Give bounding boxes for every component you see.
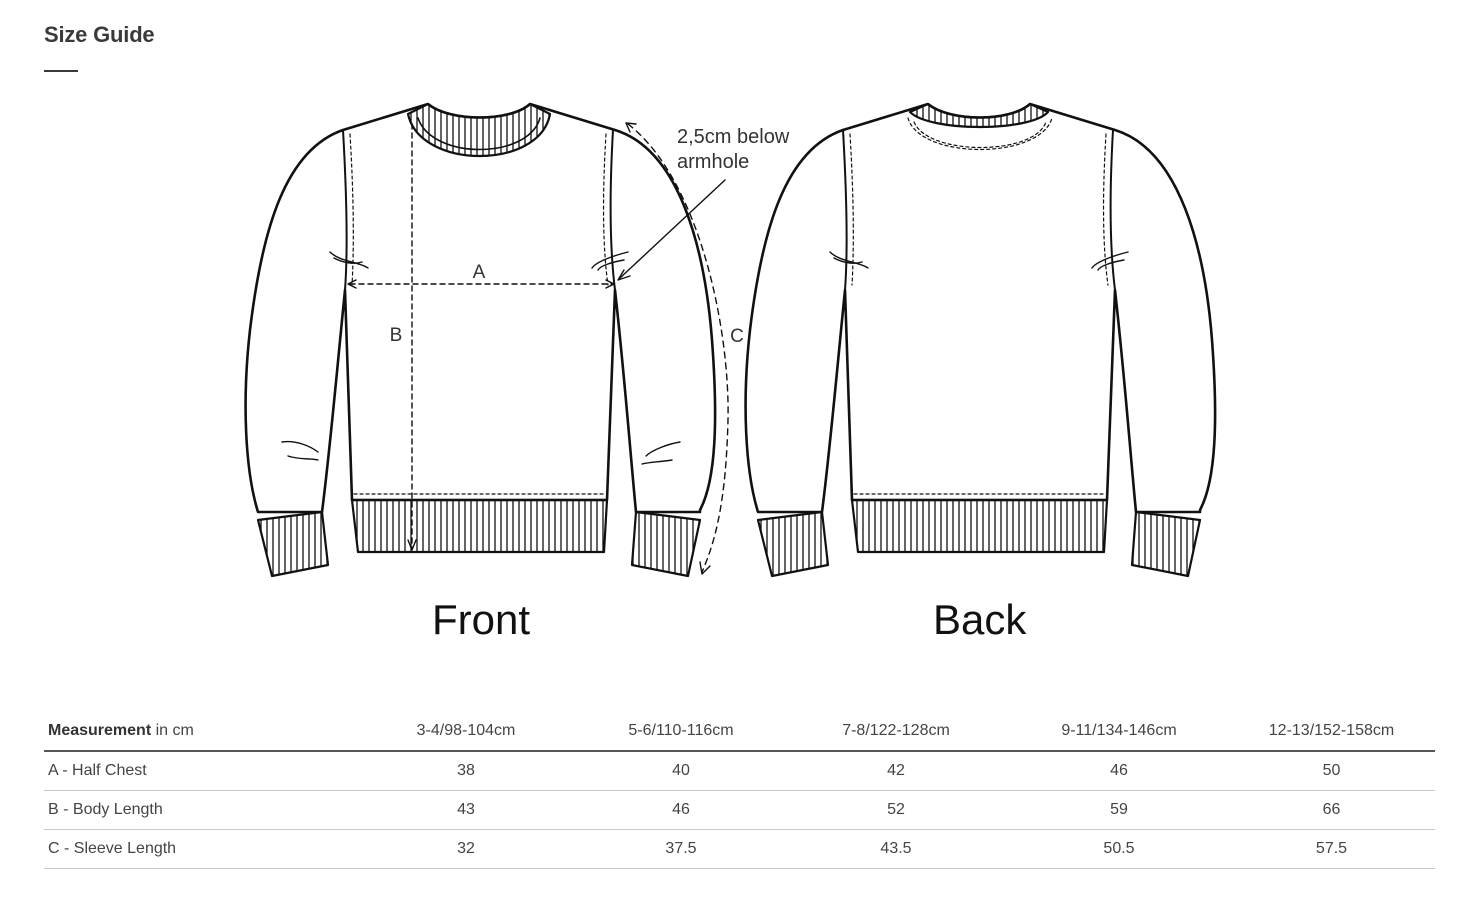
row-label: B - Body Length	[44, 790, 352, 830]
table-cell: 40	[580, 751, 782, 791]
size-header: 12-13/152-158cm	[1228, 712, 1435, 752]
armhole-note-line2: armhole	[677, 151, 749, 173]
table-cell: 46	[580, 790, 782, 830]
size-table-header-row: Measurement in cm 3-4/98-104cm 5-6/110-1…	[44, 712, 1435, 752]
size-header: 7-8/122-128cm	[782, 712, 1010, 752]
table-cell: 37.5	[580, 829, 782, 869]
measurement-header: Measurement in cm	[44, 712, 352, 752]
row-label: C - Sleeve Length	[44, 829, 352, 869]
table-cell: 50.5	[1010, 829, 1228, 869]
table-cell: 43.5	[782, 829, 1010, 869]
label-c: C	[730, 326, 744, 347]
size-header: 5-6/110-116cm	[580, 712, 782, 752]
measurement-header-label: Measurement	[48, 722, 152, 739]
table-cell: 66	[1228, 790, 1435, 830]
table-cell: 38	[352, 751, 580, 791]
size-header: 3-4/98-104cm	[352, 712, 580, 752]
table-row: C - Sleeve Length 32 37.5 43.5 50.5 57.5	[44, 829, 1435, 869]
table-cell: 52	[782, 790, 1010, 830]
table-cell: 59	[1010, 790, 1228, 830]
label-a: A	[473, 262, 486, 283]
front-view-label: Front	[432, 596, 531, 643]
back-sweater-drawing	[744, 102, 1217, 578]
title-underline	[44, 70, 78, 72]
table-row: B - Body Length 43 46 52 59 66	[44, 790, 1435, 830]
size-table: Measurement in cm 3-4/98-104cm 5-6/110-1…	[44, 712, 1435, 869]
table-cell: 32	[352, 829, 580, 869]
back-view-label: Back	[933, 596, 1027, 643]
table-cell: 42	[782, 751, 1010, 791]
front-sweater-drawing	[244, 102, 729, 578]
table-cell: 50	[1228, 751, 1435, 791]
table-cell: 57.5	[1228, 829, 1435, 869]
sweater-illustration: A B C 2,5cm below armhole	[0, 90, 1480, 660]
table-cell: 43	[352, 790, 580, 830]
measurement-header-unit: in cm	[151, 722, 194, 739]
row-label: A - Half Chest	[44, 751, 352, 791]
label-b: B	[390, 325, 403, 346]
armhole-note-line1: 2,5cm below	[677, 126, 790, 148]
page-title: Size Guide	[44, 22, 155, 47]
size-header: 9-11/134-146cm	[1010, 712, 1228, 752]
table-cell: 46	[1010, 751, 1228, 791]
table-row: A - Half Chest 38 40 42 46 50	[44, 751, 1435, 791]
